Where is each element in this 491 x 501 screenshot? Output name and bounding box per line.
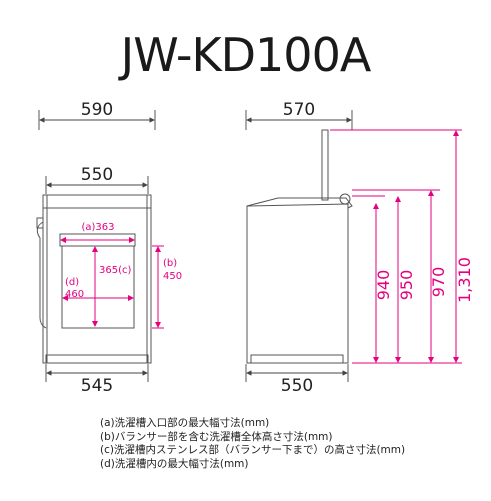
height-b-label-1: (b): [163, 258, 177, 269]
front-cabinet-outline: [42, 194, 152, 364]
side-hose-connector: [339, 193, 351, 205]
side-base: [250, 354, 344, 364]
side-view: [246, 129, 353, 364]
model-title: JW-KD100A: [120, 28, 372, 82]
height-b-label-2: 450: [163, 271, 182, 282]
height-c-label: 365(c): [99, 265, 131, 276]
front-hose-connector: [36, 217, 44, 229]
notes-list: (a)洗濯槽入口部の最大幅寸法(mm) (b)バランサー部を含む洗濯槽全体高さ寸…: [100, 417, 406, 471]
side-cabinet-outline: [246, 203, 349, 364]
note-c: (c)洗濯槽内ステンレス部（バランサー下まで）の高さ寸法(mm): [100, 444, 406, 456]
side-lid: [246, 197, 353, 209]
side-dimension-lines: [245, 110, 353, 382]
height-970-label: 970: [429, 267, 448, 298]
height-1310-label: 1,310: [455, 257, 474, 303]
height-940-label: 940: [374, 270, 393, 301]
front-hose: [36, 221, 47, 329]
front-accent-lines: [60, 237, 164, 329]
front-base-width-label: 545: [81, 376, 113, 396]
front-width-top-label: 590: [81, 100, 113, 120]
height-950-label: 950: [397, 270, 416, 301]
side-open-lid: [321, 129, 329, 201]
side-height-lines: [330, 129, 462, 364]
opening-a-label: (a)363: [81, 222, 114, 233]
front-base: [45, 354, 149, 364]
front-inner-width-label: 550: [81, 165, 113, 185]
width-d-label-1: (d): [65, 277, 79, 288]
side-depth-top-label: 570: [283, 100, 315, 120]
width-d-label-2: 460: [65, 289, 84, 300]
note-b: (b)バランサー部を含む洗濯槽全体高さ寸法(mm): [100, 430, 333, 443]
note-d: (d)洗濯槽内の最大幅寸法(mm): [100, 457, 249, 470]
front-tub: [61, 245, 135, 329]
side-depth-bottom-label: 550: [281, 376, 313, 396]
note-a: (a)洗濯槽入口部の最大幅寸法(mm): [100, 417, 270, 429]
front-dimension-lines: [38, 110, 156, 382]
front-view: [36, 194, 152, 364]
